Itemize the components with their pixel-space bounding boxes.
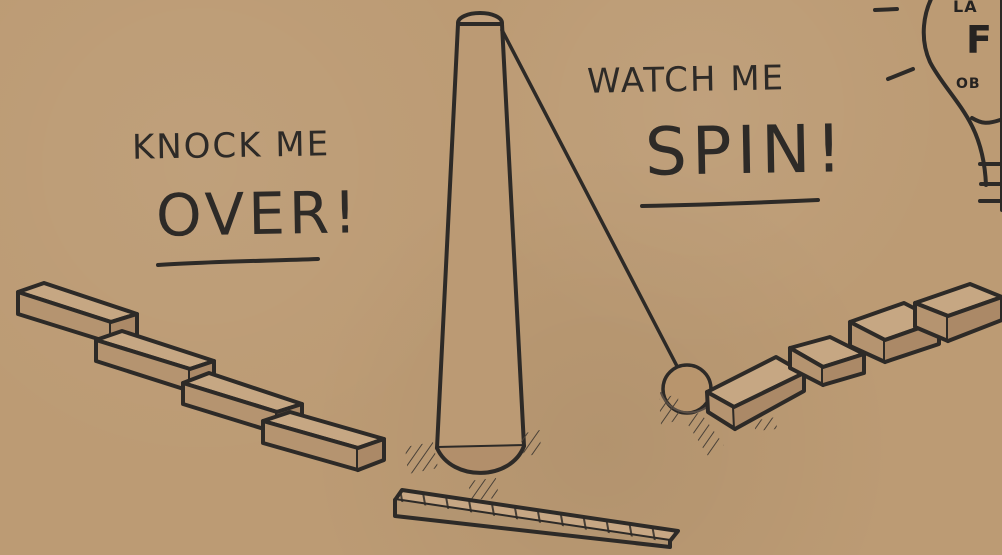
left-underline: [158, 259, 318, 265]
center-tower: [405, 13, 541, 500]
lightbulb-text-top: LA: [953, 0, 978, 16]
base-platform: [395, 490, 678, 547]
left-title: KNOCK ME: [132, 124, 331, 167]
right-underline: [642, 200, 818, 206]
right-domino-chain: [659, 284, 1002, 456]
left-domino-chain: [18, 283, 384, 470]
left-emphasis: OVER!: [155, 178, 361, 250]
right-title: WATCH ME: [587, 58, 786, 101]
right-emphasis: SPIN!: [644, 110, 847, 191]
lightbulb-text-sub: OB: [956, 76, 981, 92]
lightbulb-text-main: F: [966, 18, 992, 62]
